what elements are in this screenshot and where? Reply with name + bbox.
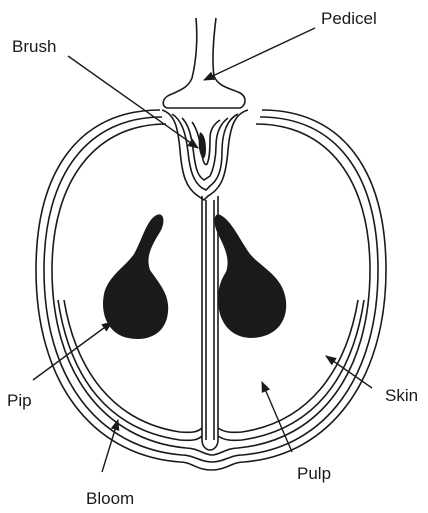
label-pulp: Pulp [297,464,331,483]
brush-shape [162,110,248,200]
pedicel-shape [163,18,245,108]
brush-leader-line [68,56,198,148]
bloom-leader-line [102,420,118,472]
label-bloom: Bloom [86,489,134,508]
pip-right-shape [215,214,287,338]
berry-skin-layers [36,110,386,470]
label-pedicel: Pedicel [321,9,377,28]
label-brush: Brush [12,37,56,56]
pedicel-leader-line [204,28,315,80]
label-skin: Skin [385,386,418,405]
pip-left-shape [103,214,168,339]
pip-leader-line [33,322,112,380]
label-pip: Pip [7,391,32,410]
